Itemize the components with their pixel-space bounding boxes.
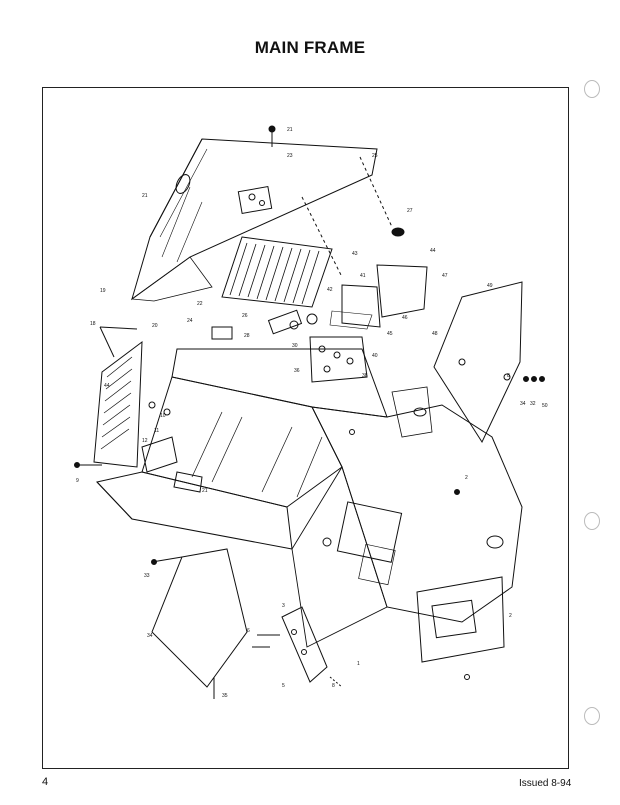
page-title: MAIN FRAME — [254, 38, 366, 57]
callout-label: 11 — [154, 428, 159, 434]
callout-label: 21 — [202, 488, 208, 494]
callout-label: 46 — [402, 315, 408, 321]
callout-label: 44 — [430, 248, 436, 254]
page-number: 4 — [42, 776, 49, 788]
callout-label: 32 — [530, 401, 536, 407]
callout-label: 42 — [327, 287, 333, 293]
punch-hole — [584, 512, 600, 530]
callout-label: 50 — [542, 403, 548, 409]
control-board-part — [376, 264, 428, 318]
side-panel-part — [433, 281, 523, 444]
callout-label: 2 — [465, 475, 468, 481]
callout-label: 10 — [160, 413, 166, 419]
callout-label: 36 — [294, 368, 300, 374]
callout-label: 24 — [187, 318, 193, 324]
handle-rod-part — [99, 326, 138, 330]
callout-label: 43 — [352, 251, 358, 257]
callout-label: 41 — [360, 273, 366, 279]
small-bracket-part — [211, 326, 233, 340]
callout-label: 35 — [222, 693, 228, 699]
callout-label: 40 — [372, 353, 378, 359]
callout-label: 20 — [152, 323, 158, 329]
callout-label: 44 — [104, 383, 110, 389]
top-cover-part — [130, 138, 378, 302]
issued-date: Issued 8-94 — [519, 778, 572, 789]
punch-hole — [584, 80, 600, 98]
main-frame-body — [96, 348, 523, 680]
cover-bracket-part — [237, 185, 273, 215]
callout-label: 47 — [442, 273, 448, 279]
bottom-bracket-part — [281, 606, 328, 683]
callout-label: 33 — [144, 573, 150, 579]
callout-label: 49 — [487, 283, 493, 289]
callout-label: 45 — [387, 331, 393, 337]
callout-label: 28 — [244, 333, 250, 339]
callout-label: 21 — [287, 127, 293, 133]
callout-label: 30 — [292, 343, 298, 349]
callout-label: 23 — [287, 153, 293, 159]
callout-label: 5 — [282, 683, 285, 689]
callout-label: 22 — [197, 301, 203, 307]
punch-hole — [584, 707, 600, 725]
callout-label: 6 — [247, 628, 250, 634]
callout-label: 12 — [142, 438, 148, 444]
callout-label: 2 — [509, 613, 512, 619]
callout-label: 38 — [362, 373, 368, 379]
louver-grille-part — [221, 236, 333, 308]
bottom-left-panel-part — [151, 548, 248, 688]
knob-part — [391, 227, 405, 237]
callout-label: 34 — [520, 401, 526, 407]
callout-label: 48 — [432, 331, 438, 337]
callout-label: 34 — [147, 633, 153, 639]
callout-labels: 21 21 23 25 27 19 18 20 22 24 26 28 30 3… — [76, 127, 548, 699]
callout-label: 8 — [507, 373, 510, 379]
exploded-parts-diagram: 21 21 23 25 27 19 18 20 22 24 26 28 30 3… — [74, 125, 548, 699]
left-vent-panel-part — [93, 340, 143, 468]
callout-label: 26 — [242, 313, 248, 319]
callout-label: 27 — [407, 208, 413, 214]
callout-label: 3 — [282, 603, 285, 609]
callout-label: 1 — [357, 661, 360, 667]
callout-label: 19 — [100, 288, 106, 294]
callout-label: 18 — [90, 321, 96, 327]
callout-label: 21 — [142, 193, 148, 199]
callout-label: 8 — [332, 683, 335, 689]
callout-label: 9 — [76, 478, 79, 484]
mount-plate-part — [309, 336, 368, 383]
diagram-frame — [42, 87, 569, 769]
callout-label: 25 — [372, 153, 378, 159]
left-bracket-part — [141, 436, 178, 473]
